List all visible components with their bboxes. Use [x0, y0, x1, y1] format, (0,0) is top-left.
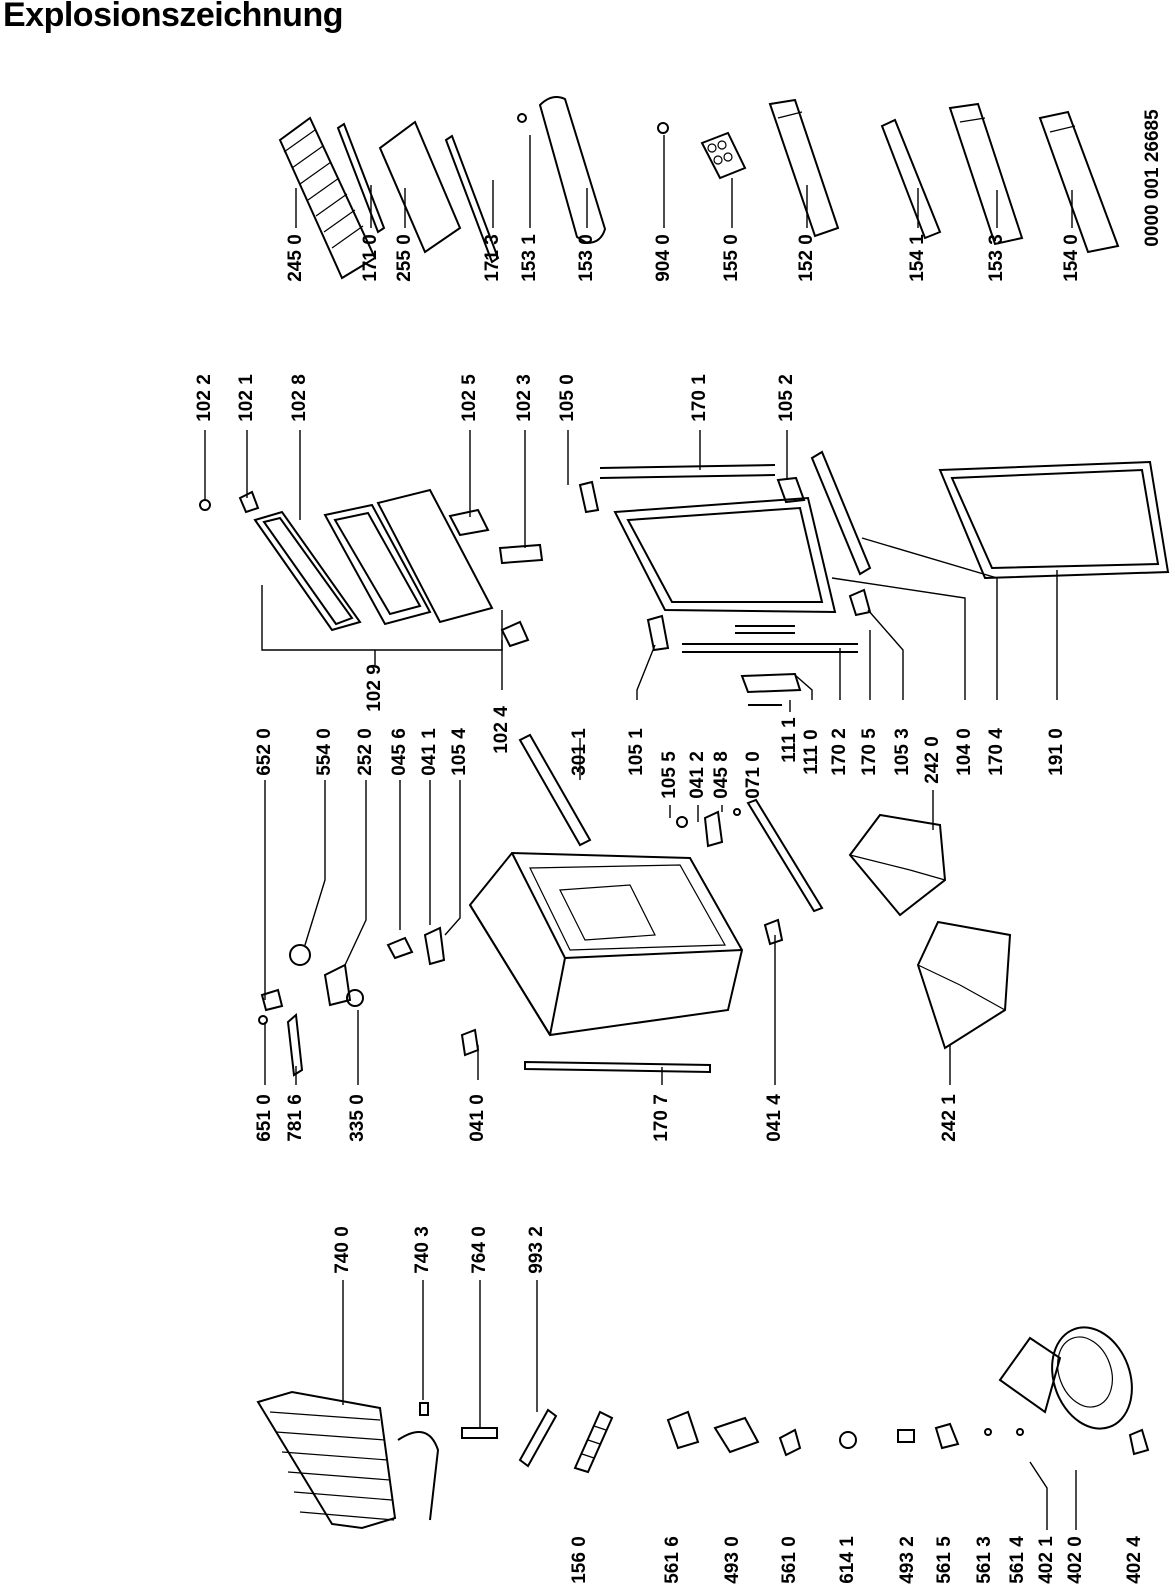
leader-lines-freezer-group: [204, 430, 788, 690]
part-label: 071 0: [743, 751, 764, 799]
upper-rail-drawing: [518, 733, 592, 847]
part-label: 170 5: [859, 728, 880, 776]
shelf-trim-drawing: [336, 122, 386, 234]
part-label: 041 0: [467, 1094, 488, 1142]
part-label: 045 8: [711, 751, 732, 799]
part-label: 105 3: [892, 728, 913, 776]
bottle-tray-drawing: [768, 98, 840, 238]
part-label: 041 1: [419, 728, 440, 776]
part-label: 781 6: [285, 1094, 306, 1142]
glass-shelf-trim-drawing: [444, 134, 500, 264]
fridge-body-drawing: [468, 851, 744, 1037]
part-label: 993 2: [526, 1226, 547, 1274]
compressor-drawing: [998, 1326, 1150, 1456]
part-label: 102 9: [364, 664, 385, 712]
part-label: 153 0: [576, 234, 597, 282]
part-label: 111 0: [801, 729, 822, 775]
freezer-cover-group-drawing: [199, 488, 544, 648]
door-tray-xlarge-drawing: [1038, 110, 1120, 254]
part-label: 154 0: [1061, 234, 1082, 282]
door-tray-medium-drawing: [880, 118, 942, 240]
part-label: 740 3: [412, 1226, 433, 1274]
part-label: 652 0: [254, 728, 275, 776]
leader-lines-middle: [264, 537, 1058, 1000]
door-frame-drawing: [578, 450, 1170, 706]
part-label: 041 2: [687, 751, 708, 799]
part-label: 255 0: [394, 234, 415, 282]
part-label: 170 1: [689, 374, 710, 422]
part-label: 252 0: [355, 728, 376, 776]
part-label: 245 0: [285, 234, 306, 282]
part-label: 242 1: [939, 1094, 960, 1142]
door-tray-small-drawing: [517, 96, 607, 245]
part-label: 105 5: [659, 751, 680, 799]
part-label: 301 1: [569, 728, 590, 776]
lower-rail-drawing: [524, 1060, 711, 1074]
part-label: 102 8: [289, 374, 310, 422]
part-label: 554 0: [314, 728, 335, 776]
part-label: 170 2: [829, 728, 850, 776]
part-label: 155 0: [721, 234, 742, 282]
part-label: 170 4: [986, 728, 1007, 776]
part-label: 041 4: [764, 1094, 785, 1142]
part-label: 102 3: [514, 374, 535, 422]
wire-shelf-drawing: [278, 116, 377, 280]
page-title: Explosionszeichnung: [3, 0, 343, 34]
part-label: 335 0: [347, 1094, 368, 1142]
part-label: 104 0: [954, 728, 975, 776]
part-label: 764 0: [469, 1226, 490, 1274]
small-electrical-parts-drawing: [666, 1410, 1024, 1457]
part-label: 651 0: [254, 1094, 275, 1142]
egg-tray-drawing: [657, 122, 747, 180]
part-label: 153 3: [986, 234, 1007, 282]
part-label: 102 5: [459, 374, 480, 422]
part-label: 102 2: [194, 374, 215, 422]
leader-lines-bottom: [342, 1280, 1077, 1530]
part-label: 102 1: [236, 374, 257, 422]
dryer-and-capillary-drawing: [461, 1408, 558, 1468]
part-label: 154 1: [907, 234, 928, 282]
drip-tray-drawing: [573, 1410, 614, 1474]
crisper-drawers-drawing: [848, 813, 1012, 1050]
part-label: 045 6: [389, 728, 410, 776]
controls-drawing: [258, 926, 480, 1077]
part-label: 105 1: [626, 728, 647, 776]
hinge-parts-drawing: [676, 798, 824, 946]
door-tray-large-drawing: [948, 102, 1024, 246]
part-label: 242 0: [922, 736, 943, 784]
condenser-drawing: [256, 1390, 440, 1530]
part-label: 153 1: [519, 234, 540, 282]
part-label: 171 0: [360, 234, 381, 282]
part-label: 171 3: [482, 234, 503, 282]
part-label: 740 0: [332, 1226, 353, 1274]
part-label: 152 0: [796, 234, 817, 282]
part-label: 170 7: [651, 1094, 672, 1142]
part-label: 191 0: [1046, 728, 1067, 776]
part-label: 105 2: [776, 374, 797, 422]
part-label: 904 0: [653, 234, 674, 282]
leader-lines-top-row: [295, 135, 1073, 228]
glass-shelf-drawing: [378, 120, 462, 254]
part-label: 105 4: [449, 728, 470, 776]
part-label: 111 1: [779, 717, 800, 763]
part-label: 102 4: [491, 706, 512, 754]
part-label: 105 0: [557, 374, 578, 422]
